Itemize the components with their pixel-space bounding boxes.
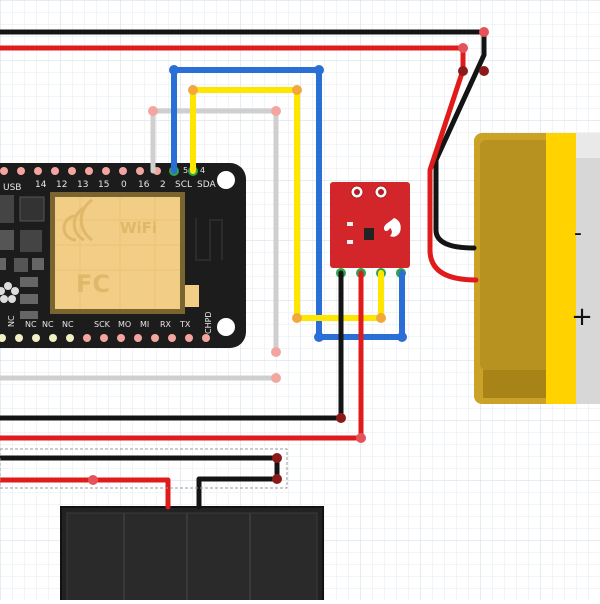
- esp8266-module: WiFi FC: [50, 192, 199, 314]
- antenna-trace: [195, 218, 223, 261]
- selection-outline: [0, 448, 288, 489]
- wire-blue-scl: [171, 67, 405, 340]
- pin-label-sck: SCK: [94, 320, 111, 329]
- solar-panel[interactable]: [60, 506, 324, 604]
- pin-label-nc-1: NC: [7, 315, 16, 327]
- wire-gray-board: [150, 108, 279, 355]
- module-fc-label: FC: [76, 270, 110, 298]
- pin-label-mo: MO: [118, 320, 131, 329]
- pin-label-mi: MI: [140, 320, 149, 329]
- battery-plus-label: +: [571, 302, 593, 332]
- mounting-hole-top: [217, 171, 235, 189]
- pin-label-14: 14: [35, 180, 47, 190]
- pin-label-usb: USB: [3, 183, 21, 193]
- board-top-pin-labels: USB 14 12 13 15 0 16 2 SCL SDA 5 4: [3, 166, 216, 193]
- wifi-logo-icon: [62, 198, 93, 242]
- pin-label-scl: SCL: [175, 180, 192, 190]
- feather-esp8266-board[interactable]: USB 14 12 13 15 0 16 2 SCL SDA 5 4: [0, 163, 246, 348]
- pin-label-sda: SDA: [197, 180, 216, 190]
- pin-label-13: 13: [77, 180, 88, 190]
- pin-label-15: 15: [98, 180, 109, 190]
- pin-number-5: 5: [183, 166, 188, 175]
- wire-endpoints: [88, 27, 489, 485]
- board-components-left: [0, 195, 45, 319]
- mounting-hole-bottom: [217, 318, 235, 336]
- adafruit-flower-icon: [0, 282, 19, 303]
- pin-label-16: 16: [138, 180, 150, 190]
- wire-yellow-sda: [190, 87, 384, 321]
- lipo-battery[interactable]: - +: [474, 133, 600, 404]
- pin-label-chpd: CHPD: [204, 311, 213, 334]
- wire-black-top: [0, 29, 487, 251]
- pin-number-4: 4: [200, 166, 205, 175]
- pin-label-tx: TX: [179, 320, 191, 329]
- sparkfun-flame-icon: [384, 218, 401, 237]
- pin-label-nc-4: NC: [62, 320, 74, 329]
- board-bottom-pin-labels: NC NC NC NC SCK MO MI RX TX CHPD: [7, 311, 213, 334]
- wire-red-top: [0, 45, 479, 283]
- pin-label-2: 2: [160, 180, 166, 190]
- battery-minus-label: -: [574, 221, 582, 246]
- board-bottom-pin-row: [0, 334, 210, 342]
- pin-label-rx: RX: [160, 320, 172, 329]
- pin-label-nc-2: NC: [25, 320, 37, 329]
- pin-label-nc-3: NC: [42, 320, 54, 329]
- wire-solar-red: [0, 477, 171, 510]
- module-wifi-label: WiFi: [120, 219, 157, 237]
- sensor-breakout-board[interactable]: [330, 182, 410, 278]
- pin-label-0: 0: [121, 180, 127, 190]
- pin-label-12: 12: [56, 180, 67, 190]
